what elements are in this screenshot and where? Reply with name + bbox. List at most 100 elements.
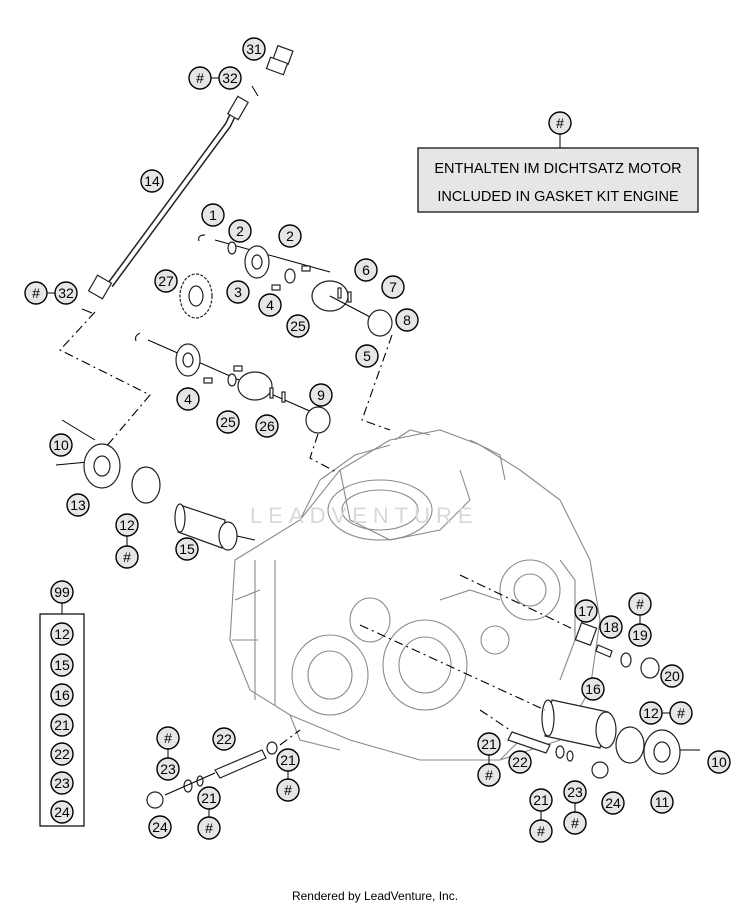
footer-credit: Rendered by LeadVenture, Inc. bbox=[292, 889, 458, 903]
callout-2: 2 bbox=[278, 224, 302, 248]
callout-label: 21 bbox=[533, 792, 549, 808]
oil-screen-left bbox=[146, 741, 278, 809]
legend-marker: # bbox=[556, 115, 564, 131]
callout-label: 23 bbox=[160, 761, 176, 777]
oil-line bbox=[81, 95, 250, 314]
callout-label: # bbox=[677, 705, 685, 721]
callout-label: # bbox=[636, 596, 644, 612]
callout-16: 16 bbox=[581, 677, 605, 701]
oil-filter-small bbox=[174, 503, 256, 551]
callout-label: 8 bbox=[403, 312, 411, 328]
callout-19: # 19 bbox=[628, 592, 652, 647]
oil-pump-upper bbox=[198, 234, 393, 337]
callout-32-top: # 32 bbox=[188, 66, 242, 90]
callout-label: 4 bbox=[184, 391, 192, 407]
callout-21: 21 # bbox=[477, 732, 501, 787]
callout-8: 8 bbox=[395, 308, 419, 332]
callout-label: 26 bbox=[259, 418, 275, 434]
callout-label: # bbox=[485, 767, 493, 783]
kit-99-list: 99 12 15 16 21 22 23 24 bbox=[39, 580, 85, 827]
callout-label: # bbox=[284, 782, 292, 798]
callout-32-bottom: # 32 bbox=[24, 281, 78, 305]
callout-5: 5 bbox=[355, 344, 379, 368]
callout-18: 18 bbox=[599, 615, 623, 639]
callout-label: 6 bbox=[362, 262, 370, 278]
callout-label: 12 bbox=[643, 705, 659, 721]
callout-21: 21 # bbox=[197, 786, 221, 840]
bypass-valve bbox=[574, 622, 660, 679]
callout-label: 24 bbox=[152, 819, 168, 835]
callout-label: 5 bbox=[363, 348, 371, 364]
callout-7: 7 bbox=[381, 275, 405, 299]
callout-24: 24 bbox=[601, 791, 625, 815]
callout-4: 4 bbox=[258, 293, 282, 317]
kit-item: 22 bbox=[54, 746, 70, 762]
callout-label: # bbox=[164, 730, 172, 746]
oil-filter-large bbox=[541, 699, 700, 775]
callout-label: 19 bbox=[632, 627, 648, 643]
callout-14: 14 bbox=[140, 169, 164, 193]
callout-24: 24 bbox=[148, 815, 172, 839]
callout-label: # bbox=[123, 549, 131, 565]
kit-item: 23 bbox=[54, 775, 70, 791]
callout-label: 11 bbox=[655, 794, 670, 810]
callout-10: 10 bbox=[707, 750, 731, 774]
legend-line-german: ENTHALTEN IM DICHTSATZ MOTOR bbox=[434, 161, 681, 177]
callout-label: 32 bbox=[222, 70, 238, 86]
kit-item: 24 bbox=[54, 804, 70, 820]
callout-25: 25 bbox=[216, 410, 240, 434]
callout-13: 13 bbox=[66, 493, 90, 517]
kit-item: 21 bbox=[54, 717, 70, 733]
callout-label: # bbox=[205, 820, 213, 836]
callout-22: 22 bbox=[508, 750, 532, 774]
oil-pump-lower bbox=[134, 332, 331, 434]
callout-12: 12 # bbox=[639, 701, 693, 725]
kit-item: 15 bbox=[54, 657, 70, 673]
gasket-kit-legend: # ENTHALTEN IM DICHTSATZ MOTOR INCLUDED … bbox=[417, 111, 699, 213]
callout-10: 10 bbox=[49, 433, 73, 457]
callout-label: 22 bbox=[512, 754, 528, 770]
callout-label: 25 bbox=[290, 318, 306, 334]
callout-label: 24 bbox=[605, 795, 621, 811]
callout-label: 10 bbox=[53, 437, 69, 453]
callout-label: # bbox=[32, 285, 40, 301]
callout-9: 9 bbox=[309, 383, 333, 407]
callout-label: 3 bbox=[234, 284, 242, 300]
callout-label: 12 bbox=[119, 517, 135, 533]
callout-label: 20 bbox=[664, 668, 680, 684]
callout-label: 21 bbox=[280, 752, 296, 768]
callout-label: # bbox=[537, 823, 545, 839]
callout-20: 20 bbox=[660, 664, 684, 688]
callout-23: 23 # bbox=[563, 780, 587, 835]
callout-label: 31 bbox=[246, 41, 262, 57]
assembly-lines bbox=[59, 311, 576, 746]
callout-27: 27 bbox=[154, 269, 178, 293]
callout-21: 21 # bbox=[529, 788, 553, 843]
callout-label: 15 bbox=[179, 541, 195, 557]
callout-6: 6 bbox=[354, 258, 378, 282]
callout-label: 7 bbox=[389, 279, 397, 295]
callout-26: 26 bbox=[255, 414, 279, 438]
callout-label: 21 bbox=[481, 736, 497, 752]
filter-cover-left bbox=[55, 419, 161, 504]
callout-31: 31 bbox=[242, 37, 266, 61]
callout-label: 4 bbox=[266, 297, 274, 313]
callout-17: 17 bbox=[574, 599, 598, 623]
engine-crankcase: LEADVENTURE bbox=[229, 429, 601, 761]
callout-23: # 23 bbox=[156, 726, 180, 781]
oil-screen-right bbox=[507, 731, 609, 779]
callout-label: 2 bbox=[286, 228, 294, 244]
callout-label: 23 bbox=[567, 784, 583, 800]
callout-label: 27 bbox=[158, 273, 174, 289]
callout-22: 22 bbox=[212, 727, 236, 751]
callout-label: 18 bbox=[603, 619, 619, 635]
callout-25: 25 bbox=[286, 314, 310, 338]
kit-item: 12 bbox=[54, 626, 70, 642]
callout-11: 11 bbox=[650, 790, 674, 814]
watermark: LEADVENTURE bbox=[250, 503, 479, 528]
callout-12: 12 # bbox=[115, 513, 139, 569]
callout-label: 1 bbox=[209, 207, 217, 223]
callout-label: # bbox=[571, 815, 579, 831]
